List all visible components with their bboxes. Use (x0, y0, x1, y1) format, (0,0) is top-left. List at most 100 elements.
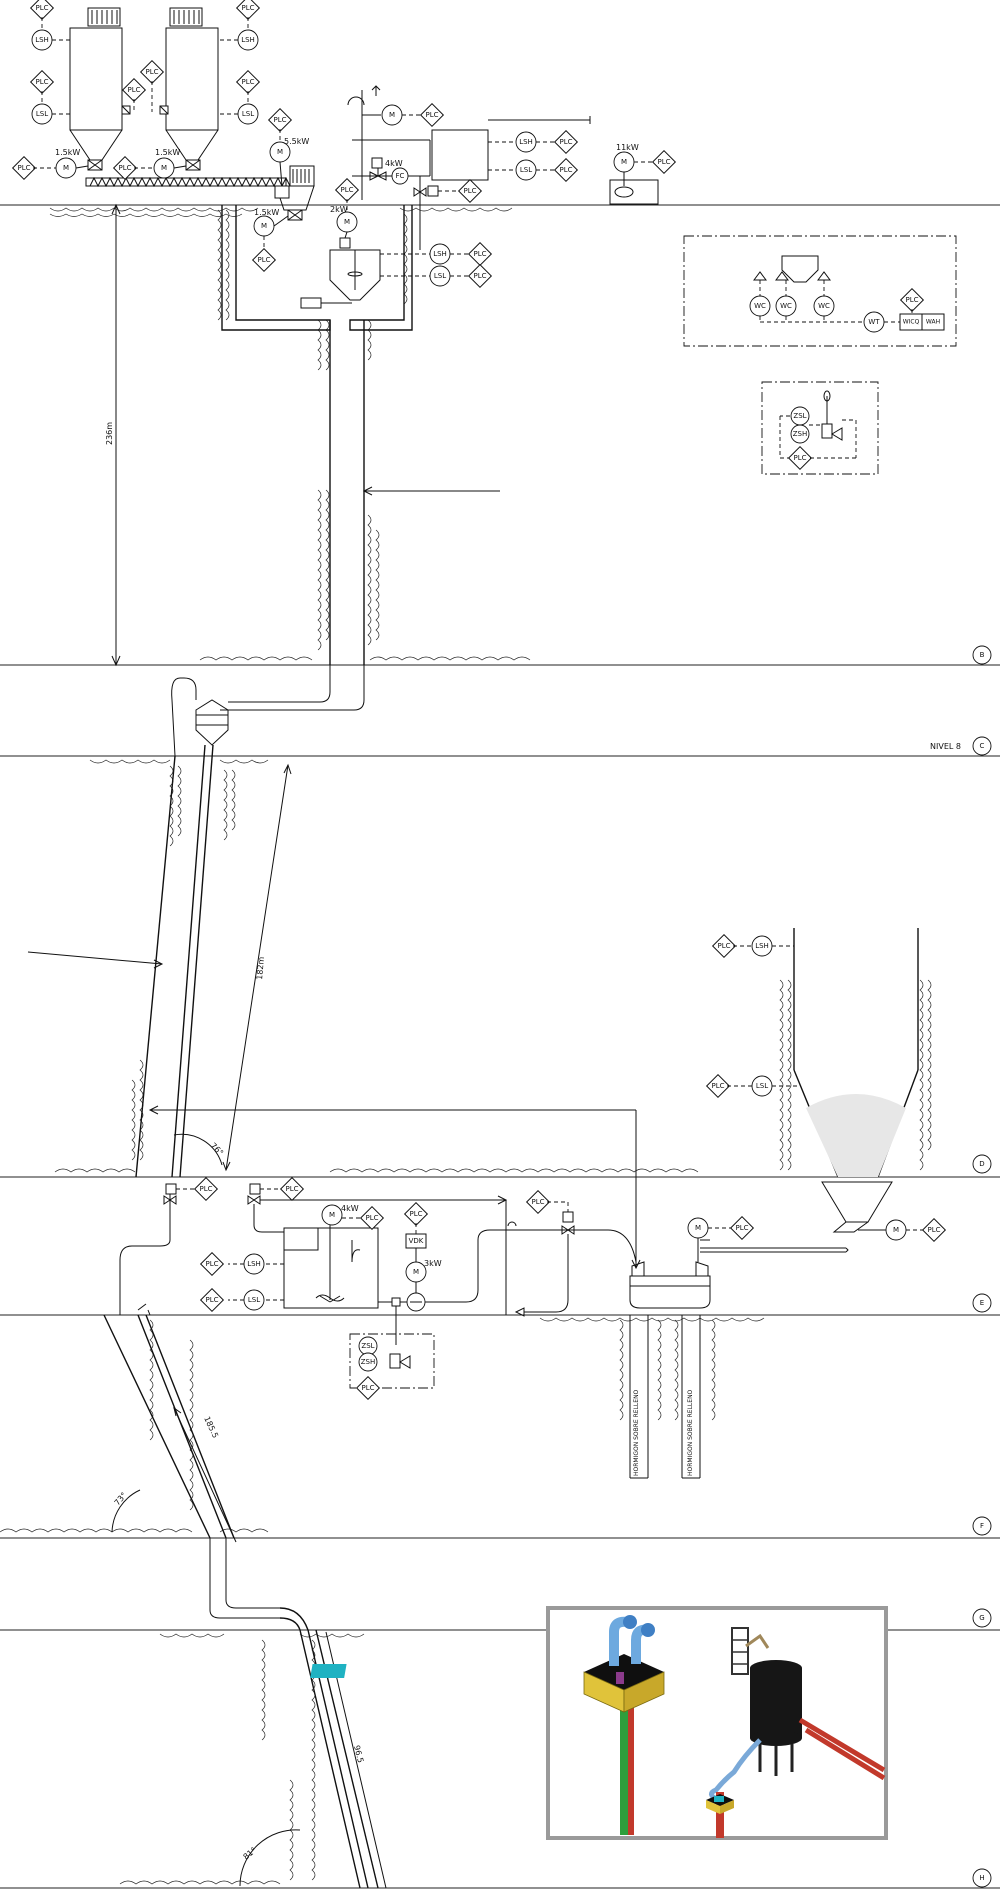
e-level-process: PLC PLC M 4kW PLC LSH PLC LSL PLC (119, 1176, 508, 1315)
svg-text:M: M (161, 164, 167, 172)
svg-text:PLC: PLC (340, 186, 353, 194)
level-marker-g: G (972, 1608, 992, 1628)
level-h-label: H (979, 1874, 984, 1882)
svg-text:PLC: PLC (205, 1296, 218, 1304)
dust-motor: M 1.5kW PLC (251, 208, 289, 273)
shaft-depth-dimension: 236m (105, 203, 121, 667)
silo2-instruments: PLC LSH PLC LSL PLC M 1.5kW PLC PLC (112, 0, 261, 181)
rock-hatching (0, 207, 932, 1885)
e-level-switch-detail: ZSL ZSH PLC (349, 1333, 435, 1401)
inclined-shaft-cd: 182m 76° (27, 744, 641, 1270)
svg-text:WAH: WAH (926, 319, 940, 326)
level-marker-c: C (972, 736, 992, 756)
level-f-label: F (980, 1522, 984, 1530)
level-marker-f: F (972, 1516, 992, 1536)
level-d-label: D (979, 1160, 984, 1168)
svg-text:PLC: PLC (365, 1214, 378, 1222)
svg-text:LSL: LSL (248, 1296, 260, 1304)
svg-text:PLC: PLC (145, 68, 158, 76)
second-shaft-length-label: 185.5 (202, 1415, 220, 1440)
svg-text:ZSH: ZSH (793, 430, 808, 438)
e-level-pump: PLC VDK M 3kW (378, 1201, 637, 1345)
d-level-silo: PLC LSH PLC LSL (705, 928, 919, 1178)
level-b-label: B (980, 651, 985, 659)
svg-text:PLC: PLC (473, 250, 486, 258)
third-angle-label: 81° (242, 1846, 259, 1862)
silo-1 (69, 7, 123, 171)
svg-text:PLC: PLC (463, 187, 476, 195)
svg-text:M: M (413, 1268, 419, 1276)
svg-text:LSL: LSL (36, 110, 48, 118)
position-switch-detail: ZSL ZSH PLC (761, 381, 879, 475)
svg-text:PLC: PLC (927, 1226, 940, 1234)
svg-text:WC: WC (754, 302, 766, 310)
svg-text:PLC: PLC (657, 158, 670, 166)
svg-text:PLC: PLC (559, 138, 572, 146)
svg-text:PLC: PLC (257, 256, 270, 264)
svg-text:WC: WC (780, 302, 792, 310)
svg-text:PLC: PLC (35, 78, 48, 86)
svg-text:M: M (63, 164, 69, 172)
svg-text:PLC: PLC (793, 454, 806, 462)
svg-text:PLC: PLC (559, 166, 572, 174)
svg-text:M: M (261, 222, 267, 230)
svg-text:WC: WC (818, 302, 830, 310)
svg-text:PLC: PLC (361, 1384, 374, 1392)
svg-text:PLC: PLC (127, 86, 140, 94)
svg-text:3kW: 3kW (424, 1259, 442, 1268)
level-e-label: E (980, 1299, 984, 1307)
svg-text:PLC: PLC (425, 111, 438, 119)
svg-text:PLC: PLC (531, 1198, 544, 1206)
svg-text:FC: FC (396, 172, 405, 180)
svg-text:LSH: LSH (433, 250, 447, 258)
level-c-label: C (980, 742, 985, 750)
svg-text:M: M (389, 111, 395, 119)
svg-text:PLC: PLC (199, 1185, 212, 1193)
svg-text:LSL: LSL (434, 272, 446, 280)
svg-text:LSH: LSH (247, 1260, 261, 1268)
silo1-power: 1.5kW (55, 148, 80, 157)
e-level-hopper: M PLC (700, 1181, 947, 1253)
svg-text:LSH: LSH (755, 942, 769, 950)
svg-text:2kW: 2kW (330, 205, 348, 214)
level-marker-d: D (972, 1154, 992, 1174)
svg-text:LSL: LSL (756, 1082, 768, 1090)
svg-text:PLC: PLC (118, 164, 131, 172)
svg-text:PLC: PLC (735, 1224, 748, 1232)
svg-text:1.5kW: 1.5kW (254, 208, 279, 217)
incline-length-label: 182m (255, 956, 266, 980)
svg-text:WICQ: WICQ (903, 319, 920, 326)
second-angle-label: 73° (113, 1491, 129, 1508)
svg-text:VDK: VDK (409, 1237, 424, 1245)
motor-unit-11kw: M 11kW PLC (609, 143, 677, 205)
weighing-detail: WC WC WC WT WICQ WAH PLC (683, 235, 957, 347)
silo-2 (165, 7, 219, 171)
silo1-instruments: PLC LSH PLC LSL PLC M 1.5kW (11, 0, 89, 181)
shaft-depth-label: 236m (105, 422, 114, 445)
nivel-label: NIVEL 8 (930, 742, 961, 751)
svg-text:PLC: PLC (17, 164, 30, 172)
svg-text:PLC: PLC (273, 116, 286, 124)
svg-text:PLC: PLC (905, 296, 918, 304)
svg-text:LSL: LSL (520, 166, 532, 174)
agitator-tank: M 2kW PLC LSH PLC LSL PLC (300, 177, 493, 309)
c-level-hopper (171, 665, 365, 757)
level-marker-e: E (972, 1293, 992, 1313)
level-marker-h: H (972, 1868, 992, 1888)
boreholes: HORMIGON SOBRE RELLENO HORMIGON SOBRE RE… (629, 1315, 701, 1479)
svg-text:PLC: PLC (409, 1210, 422, 1218)
level-g-label: G (979, 1614, 984, 1622)
third-shaft-length-label: 96.5 (352, 1744, 365, 1763)
svg-text:PLC: PLC (205, 1260, 218, 1268)
svg-text:PLC: PLC (241, 78, 254, 86)
svg-text:LSH: LSH (241, 36, 255, 44)
level-marker-b: B (972, 645, 992, 665)
level-lines (0, 204, 1000, 1889)
svg-text:LSH: LSH (519, 138, 533, 146)
svg-text:11kW: 11kW (616, 143, 639, 152)
svg-text:PLC: PLC (241, 4, 254, 12)
svg-text:PLC: PLC (711, 1082, 724, 1090)
svg-text:ZSH: ZSH (361, 1358, 376, 1366)
shaft-eg: 185.5 73° (103, 1303, 280, 1619)
svg-text:M: M (621, 158, 627, 166)
